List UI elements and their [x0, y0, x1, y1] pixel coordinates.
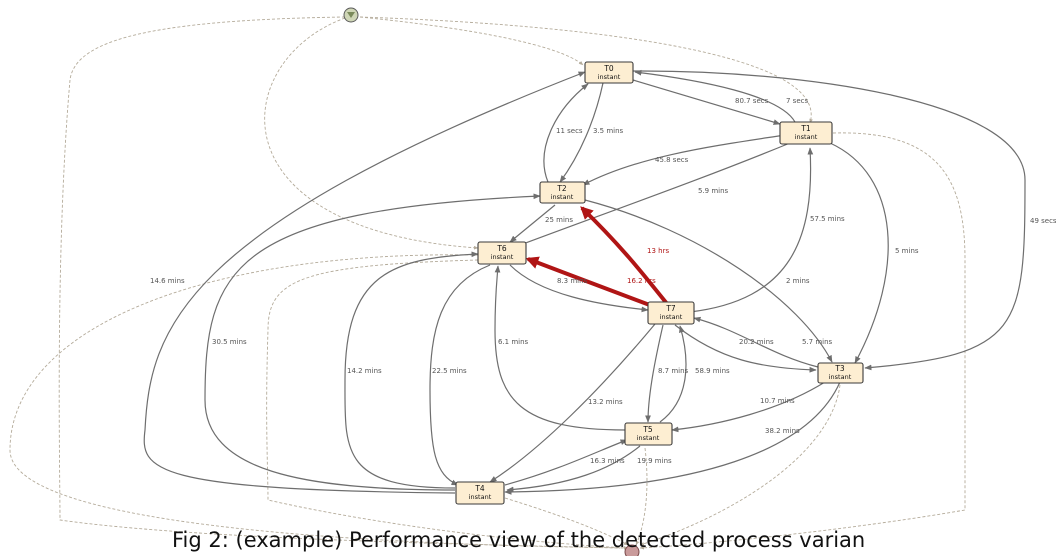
edge-t7-t4 — [489, 323, 656, 483]
edge-t1-t6 — [514, 142, 791, 248]
activity-label: T3 — [834, 364, 845, 373]
edge-t0-t1 — [632, 79, 781, 125]
activity-label: T2 — [556, 184, 567, 193]
dashed-start-left — [58, 16, 621, 549]
dashed-start-t1 — [359, 16, 813, 124]
edge-label: 2 mins — [786, 277, 810, 285]
edge-label: 80.7 secs — [735, 97, 769, 105]
figure-caption: Fig 2: (example) Performance view of the… — [172, 528, 865, 552]
dashed-t6-end-inner — [266, 259, 629, 549]
activity-duration: instant — [469, 493, 492, 501]
activity-label: T6 — [496, 244, 507, 253]
edge-t2-t0 — [543, 83, 589, 183]
edge-label: 8.3 mins — [557, 277, 588, 285]
dashed-t6-end — [9, 254, 629, 550]
edge-t0-t3 — [632, 70, 1026, 371]
edge-t1-t2 — [582, 134, 786, 186]
edge-t7-t3 — [674, 324, 817, 373]
activity-node-t7[interactable]: T7 instant — [647, 301, 695, 325]
edge-t5-t7 — [659, 325, 687, 423]
activity-node-t6[interactable]: T6 instant — [477, 241, 527, 265]
edge-t7-t5 — [645, 324, 664, 423]
edge-t6-t7 — [509, 264, 649, 313]
edge-label: 11 secs — [556, 127, 583, 135]
dashed-t5-end — [635, 447, 648, 546]
edge-label: 45.8 secs — [655, 156, 689, 164]
edge-label-highlight: 13 hrs — [647, 247, 669, 255]
edge-t4-t6 — [344, 251, 479, 489]
activity-label: T7 — [665, 304, 676, 313]
edge-labels: 80.7 secs 7 secs 11 secs 3.5 mins 45.8 s… — [150, 97, 1056, 465]
edge-label: 16.3 mins — [590, 457, 625, 465]
edges — [143, 69, 1026, 495]
edge-t7-t6 — [525, 256, 656, 309]
activity-duration: instant — [660, 313, 683, 321]
activity-duration: instant — [598, 73, 621, 81]
edge-t7-t1 — [689, 147, 814, 313]
edge-label: 7 secs — [786, 97, 808, 105]
edge-label-highlight: 16.2 hrs — [627, 277, 656, 285]
activity-label: T4 — [474, 484, 485, 493]
edge-label: 6.1 mins — [498, 338, 529, 346]
edge-t4-t5 — [504, 439, 628, 486]
edge-label: 14.2 mins — [347, 367, 382, 375]
activity-node-t2[interactable]: T2 instant — [539, 181, 586, 204]
activity-node-t5[interactable]: T5 instant — [624, 422, 673, 446]
edge-label: 49 secs — [1030, 217, 1056, 225]
edge-label: 38.2 mins — [765, 427, 800, 435]
edge-label: 10.7 mins — [760, 397, 795, 405]
edge-t5-t4 — [506, 445, 641, 493]
dashed-start-t0 — [359, 16, 584, 66]
dashed-start-t6 — [264, 17, 479, 250]
edge-t1-t3 — [829, 142, 889, 364]
edge-label: 13.2 mins — [588, 398, 623, 406]
activity-duration: instant — [829, 373, 852, 381]
edge-t3-t7 — [693, 316, 819, 368]
dashed-t3-end — [639, 384, 841, 546]
activity-duration: instant — [551, 193, 574, 201]
edge-label: 5.9 mins — [698, 187, 729, 195]
activity-node-t1[interactable]: T1 instant — [779, 121, 833, 145]
edge-label: 20.2 mins — [739, 338, 774, 346]
edge-t0-t2 — [559, 82, 604, 183]
activity-duration: instant — [637, 434, 660, 442]
edge-label: 57.5 mins — [810, 215, 845, 223]
start-node — [343, 7, 359, 23]
activity-duration: instant — [795, 133, 818, 141]
edge-label: 58.9 mins — [695, 367, 730, 375]
edge-label: 5.7 mins — [802, 338, 833, 346]
edge-label: 8.7 mins — [658, 367, 689, 375]
edge-label: 3.5 mins — [593, 127, 624, 135]
activity-node-t0[interactable]: T0 instant — [584, 61, 634, 84]
edge-label: 25 mins — [545, 216, 573, 224]
activity-label: T5 — [642, 425, 653, 434]
activity-label: T0 — [603, 64, 614, 73]
activity-label: T1 — [800, 124, 811, 133]
dashed-t4-end — [504, 497, 629, 546]
activity-node-t3[interactable]: T3 instant — [817, 362, 864, 384]
edge-t1-t0 — [634, 69, 796, 123]
edge-t4-t2 — [204, 193, 541, 491]
edge-label: 5 mins — [895, 247, 919, 255]
dashed-t1-end — [639, 132, 966, 550]
activity-node-t4[interactable]: T4 instant — [455, 481, 505, 505]
edge-t4-t0 — [143, 71, 586, 494]
edge-t3-t5 — [671, 381, 826, 433]
activity-duration: instant — [491, 253, 514, 261]
edge-t2-t6 — [509, 204, 556, 243]
edge-t6-t4 — [429, 264, 491, 486]
edge-label: 22.5 mins — [432, 367, 467, 375]
triangle-down-icon — [347, 12, 355, 18]
edge-label: 19.9 mins — [637, 457, 672, 465]
edge-t2-t3 — [584, 199, 833, 363]
edge-t3-t4 — [504, 381, 841, 495]
edge-t7-t2 — [580, 206, 670, 307]
edge-label: 14.6 mins — [150, 277, 185, 285]
edge-label: 30.5 mins — [212, 338, 247, 346]
end-node — [624, 544, 640, 556]
